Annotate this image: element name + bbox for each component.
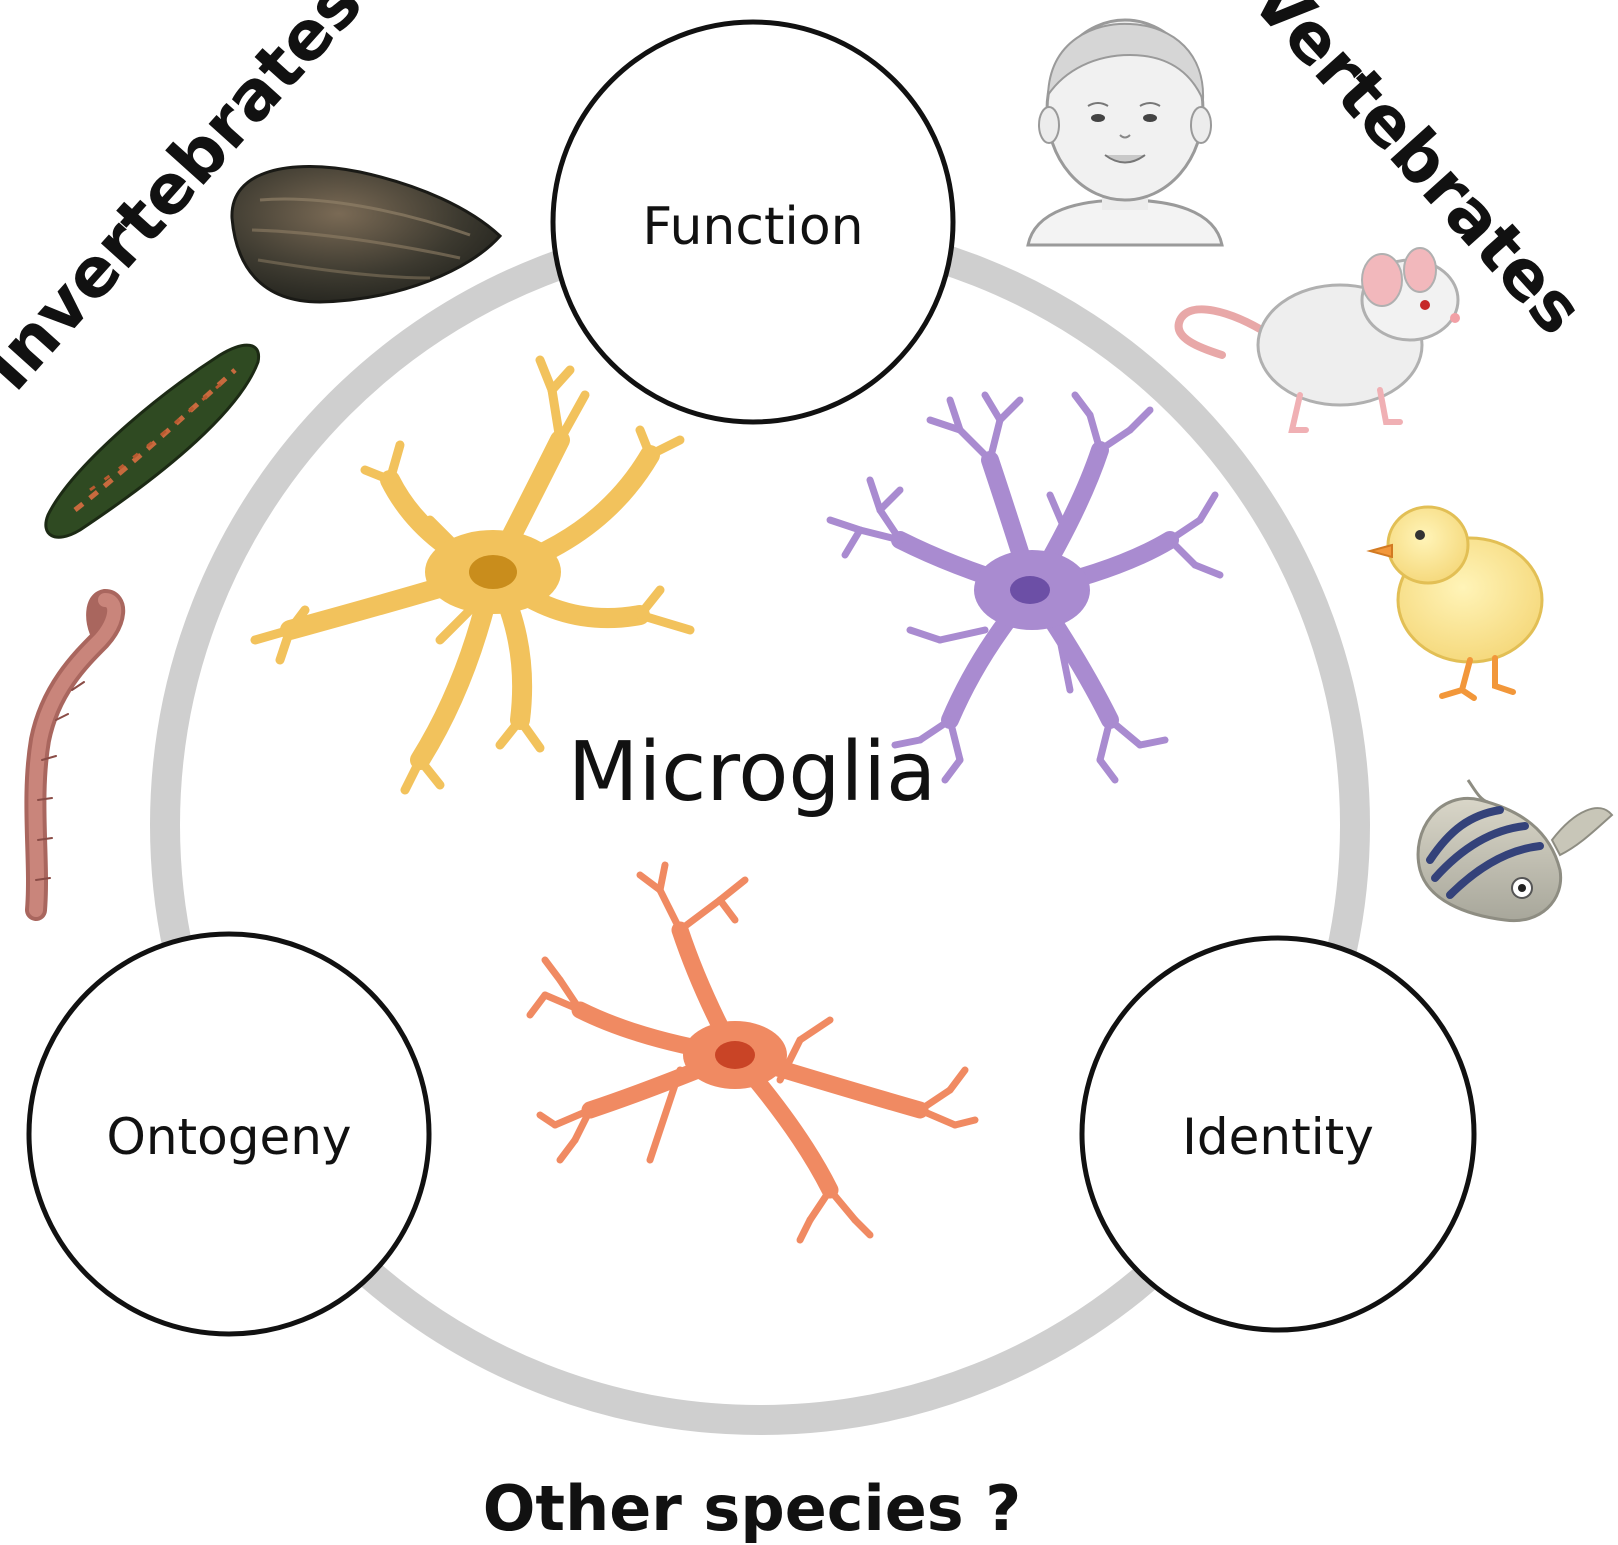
- node-ontogeny-label: Ontogeny: [106, 1108, 351, 1166]
- node-ontogeny: Ontogeny: [26, 931, 432, 1337]
- earthworm-icon: [24, 588, 126, 921]
- other-species-label: Other species ?: [483, 1472, 1022, 1545]
- microglia-orange-icon: [526, 861, 979, 1244]
- leech-icon: [44, 343, 261, 539]
- node-function-label: Function: [642, 197, 863, 257]
- chick-icon: [1366, 505, 1544, 701]
- node-identity-label: Identity: [1182, 1108, 1374, 1166]
- diagram-title: Microglia: [568, 725, 937, 820]
- zebrafish-icon: [1416, 779, 1614, 923]
- mouse-icon: [1174, 247, 1460, 433]
- microglia-purple-icon: [826, 391, 1224, 784]
- human-baby-icon: [1026, 18, 1224, 247]
- node-identity: Identity: [1079, 935, 1477, 1333]
- microglia-yellow-icon: [250, 355, 695, 795]
- node-function: Function: [550, 19, 956, 425]
- mussel-icon: [230, 165, 503, 304]
